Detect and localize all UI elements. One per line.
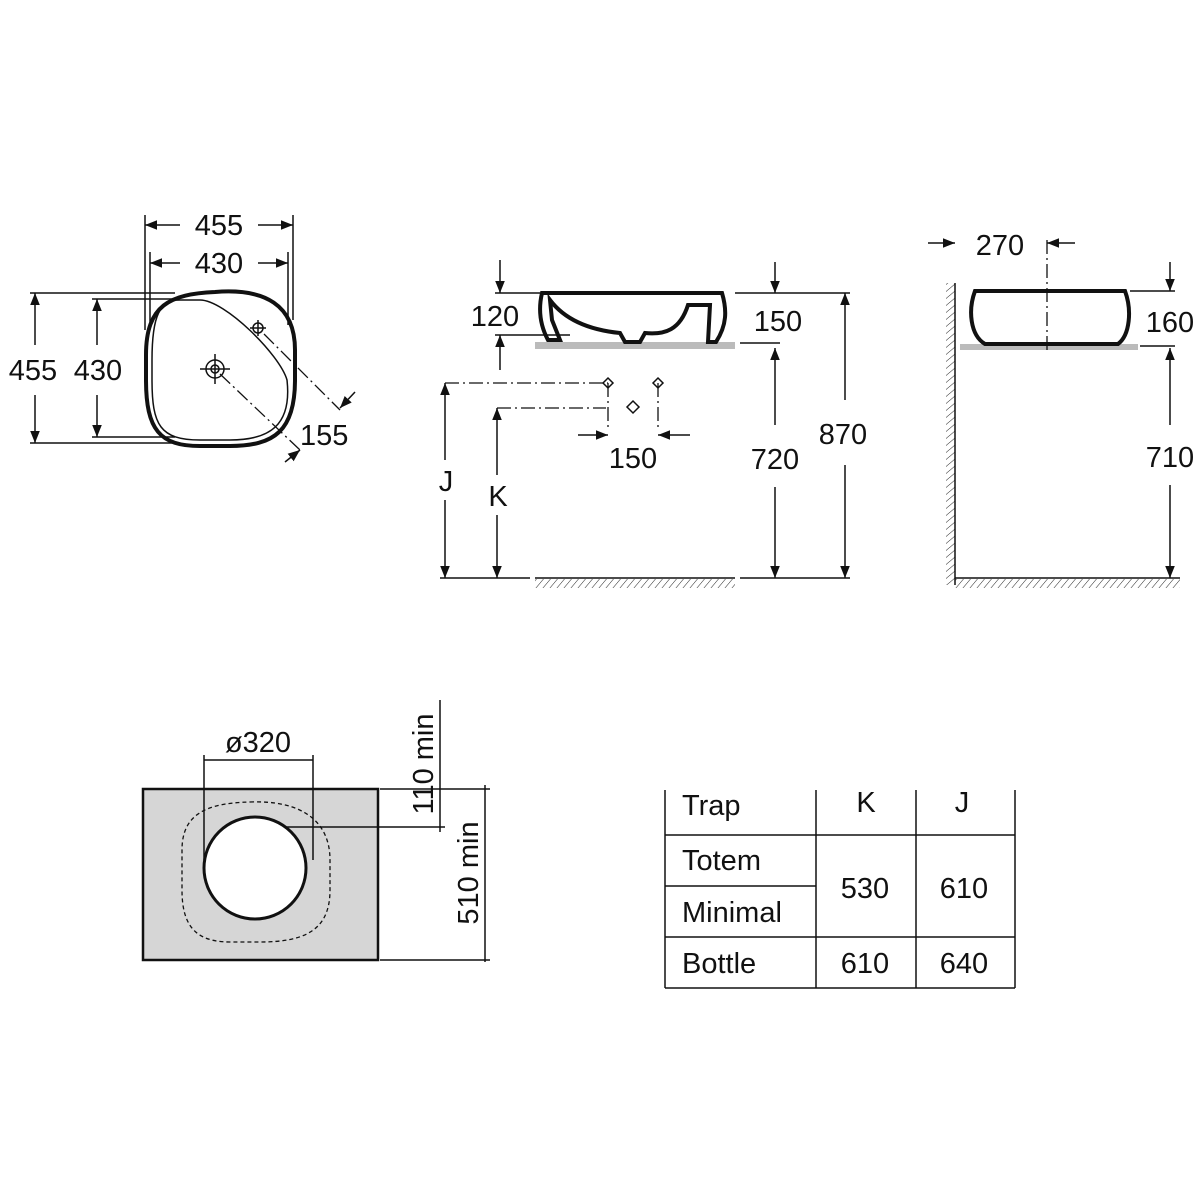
trap-table: Trap K J Totem Minimal 530 610 Bottle 61… [664, 787, 1016, 989]
row-trap-bottle: Bottle [682, 948, 756, 980]
dim-outlet-spacing: 150 [609, 443, 657, 475]
header-k: K [856, 787, 876, 819]
dim-side-counter-height: 710 [1146, 442, 1194, 474]
dim-counter-height: 720 [751, 444, 799, 476]
cell-k-bottle: 610 [841, 948, 889, 980]
countertop [535, 342, 735, 349]
row-trap-minimal: Minimal [682, 897, 782, 929]
cutout-view: ø320 110 min 510 min [141, 700, 490, 962]
tap-hole-icon [250, 320, 266, 336]
plan-view: 155 455 430 455 430 [9, 210, 356, 463]
dim-side-depth: 270 [976, 230, 1024, 262]
dim-total-height: 870 [819, 419, 867, 451]
dim-inner-depth: 430 [74, 355, 122, 387]
basin-footprint-dashed [181, 801, 331, 943]
side-view: 270 160 710 [928, 230, 1194, 588]
row-trap-totem: Totem [682, 845, 761, 877]
header-j: J [955, 787, 970, 819]
cell-j-bottle: 640 [940, 948, 988, 980]
dim-min-depth: 510 min [453, 821, 485, 924]
basin-side [969, 289, 1132, 346]
dim-min-back: 110 min [408, 713, 440, 814]
basin-section [538, 291, 728, 344]
dim-cutout-diameter: ø320 [225, 727, 291, 759]
cutout-hole [202, 815, 308, 921]
dim-tap-offset: 155 [300, 420, 348, 452]
front-view: 120 150 720 870 150 J K [439, 260, 867, 588]
basin-outline-inner [151, 299, 289, 441]
side-floor-hatch [955, 579, 1180, 588]
dim-outer-depth: 455 [9, 355, 57, 387]
side-countertop [960, 344, 1138, 350]
dim-side-basin-height: 160 [1146, 307, 1194, 339]
dim-basin-height-left: 120 [471, 301, 519, 333]
outlet-markers [601, 376, 665, 415]
cell-k-totem-minimal: 530 [841, 873, 889, 905]
label-k: K [488, 481, 508, 513]
dim-basin-height-right: 150 [754, 306, 802, 338]
drain-icon [200, 354, 230, 384]
wall-hatch [946, 283, 955, 585]
dim-outer-width: 455 [195, 210, 243, 242]
cell-j-totem-minimal: 610 [940, 873, 988, 905]
floor-hatch [535, 579, 735, 588]
dim-inner-width: 430 [195, 248, 243, 280]
header-trap: Trap [682, 790, 741, 822]
label-j: J [439, 466, 454, 498]
